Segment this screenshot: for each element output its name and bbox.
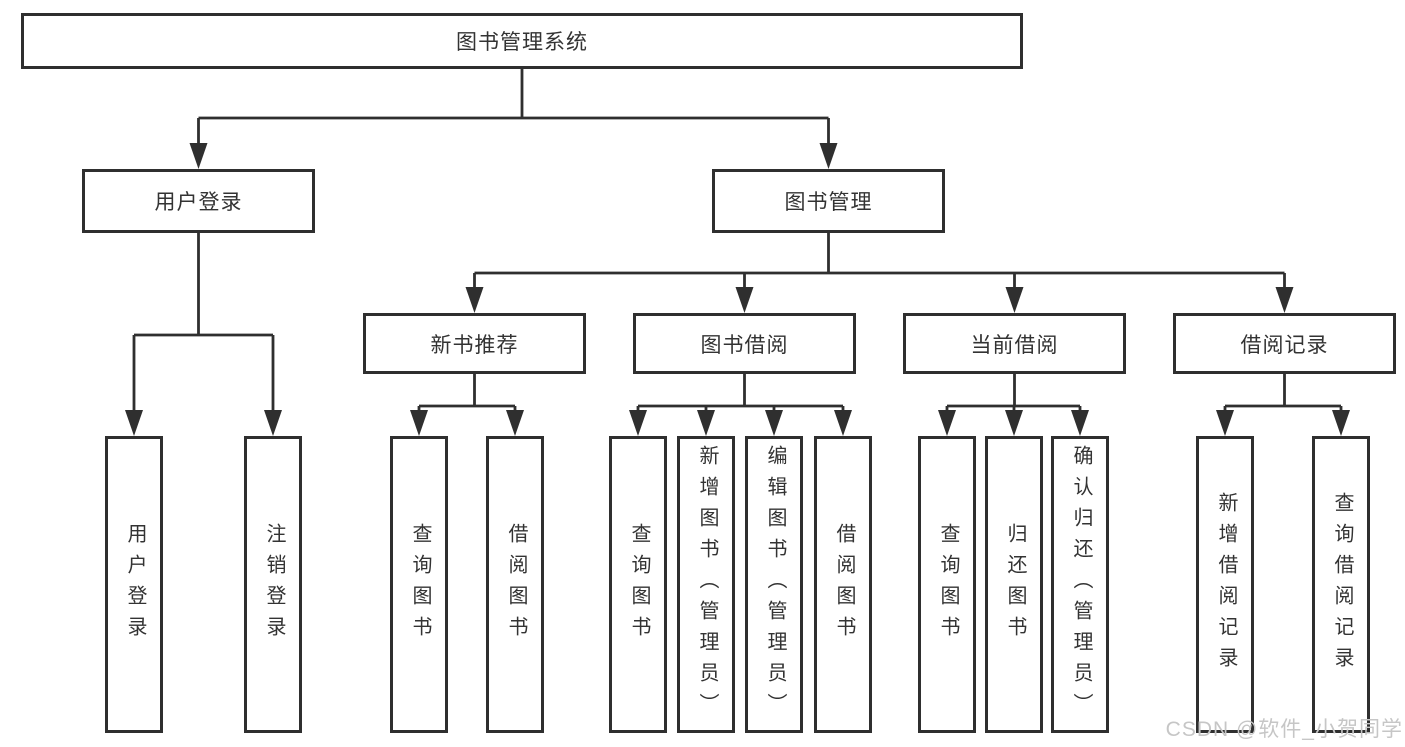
- leaf-query-books-current: 查询图书: [918, 436, 976, 733]
- node-book-borrowing: 图书借阅: [633, 313, 856, 374]
- leaf-confirm-return-admin: 确认归还（管理员）: [1051, 436, 1109, 733]
- leaf-return-books: 归还图书: [985, 436, 1043, 733]
- leaf-query-books-borrow: 查询图书: [609, 436, 667, 733]
- edge-borrowing-records-to-leaves: [1216, 374, 1350, 436]
- leaf-borrow-books-recommend: 借阅图书: [486, 436, 544, 733]
- csdn-watermark: CSDN @软件_小贺同学: [1165, 718, 1403, 741]
- edge-new-book-recommendation-to-leaves: [410, 374, 524, 436]
- node-borrowing-records: 借阅记录: [1173, 313, 1396, 374]
- leaf-add-books-admin: 新增图书（管理员）: [677, 436, 735, 733]
- leaf-edit-books-admin: 编辑图书（管理员）: [745, 436, 803, 733]
- leaf-logout: 注销登录: [244, 436, 302, 733]
- edge-user-login-to-leaves: [125, 233, 282, 436]
- node-new-book-recommendation: 新书推荐: [363, 313, 586, 374]
- leaf-user-login: 用户登录: [105, 436, 163, 733]
- node-book-management: 图书管理: [712, 169, 945, 233]
- edge-book-borrowing-to-leaves: [629, 374, 852, 436]
- leaf-query-borrow-record: 查询借阅记录: [1312, 436, 1370, 733]
- node-current-borrowing: 当前借阅: [903, 313, 1126, 374]
- node-library-management-system: 图书管理系统: [21, 13, 1023, 69]
- leaf-add-borrow-record: 新增借阅记录: [1196, 436, 1254, 733]
- leaf-borrow-books: 借阅图书: [814, 436, 872, 733]
- edge-current-borrowing-to-leaves: [938, 374, 1089, 436]
- edge-root-to-level2: [189, 69, 838, 169]
- edge-book-management-to-level3: [465, 233, 1294, 313]
- leaf-query-books-recommend: 查询图书: [390, 436, 448, 733]
- node-user-login: 用户登录: [82, 169, 315, 233]
